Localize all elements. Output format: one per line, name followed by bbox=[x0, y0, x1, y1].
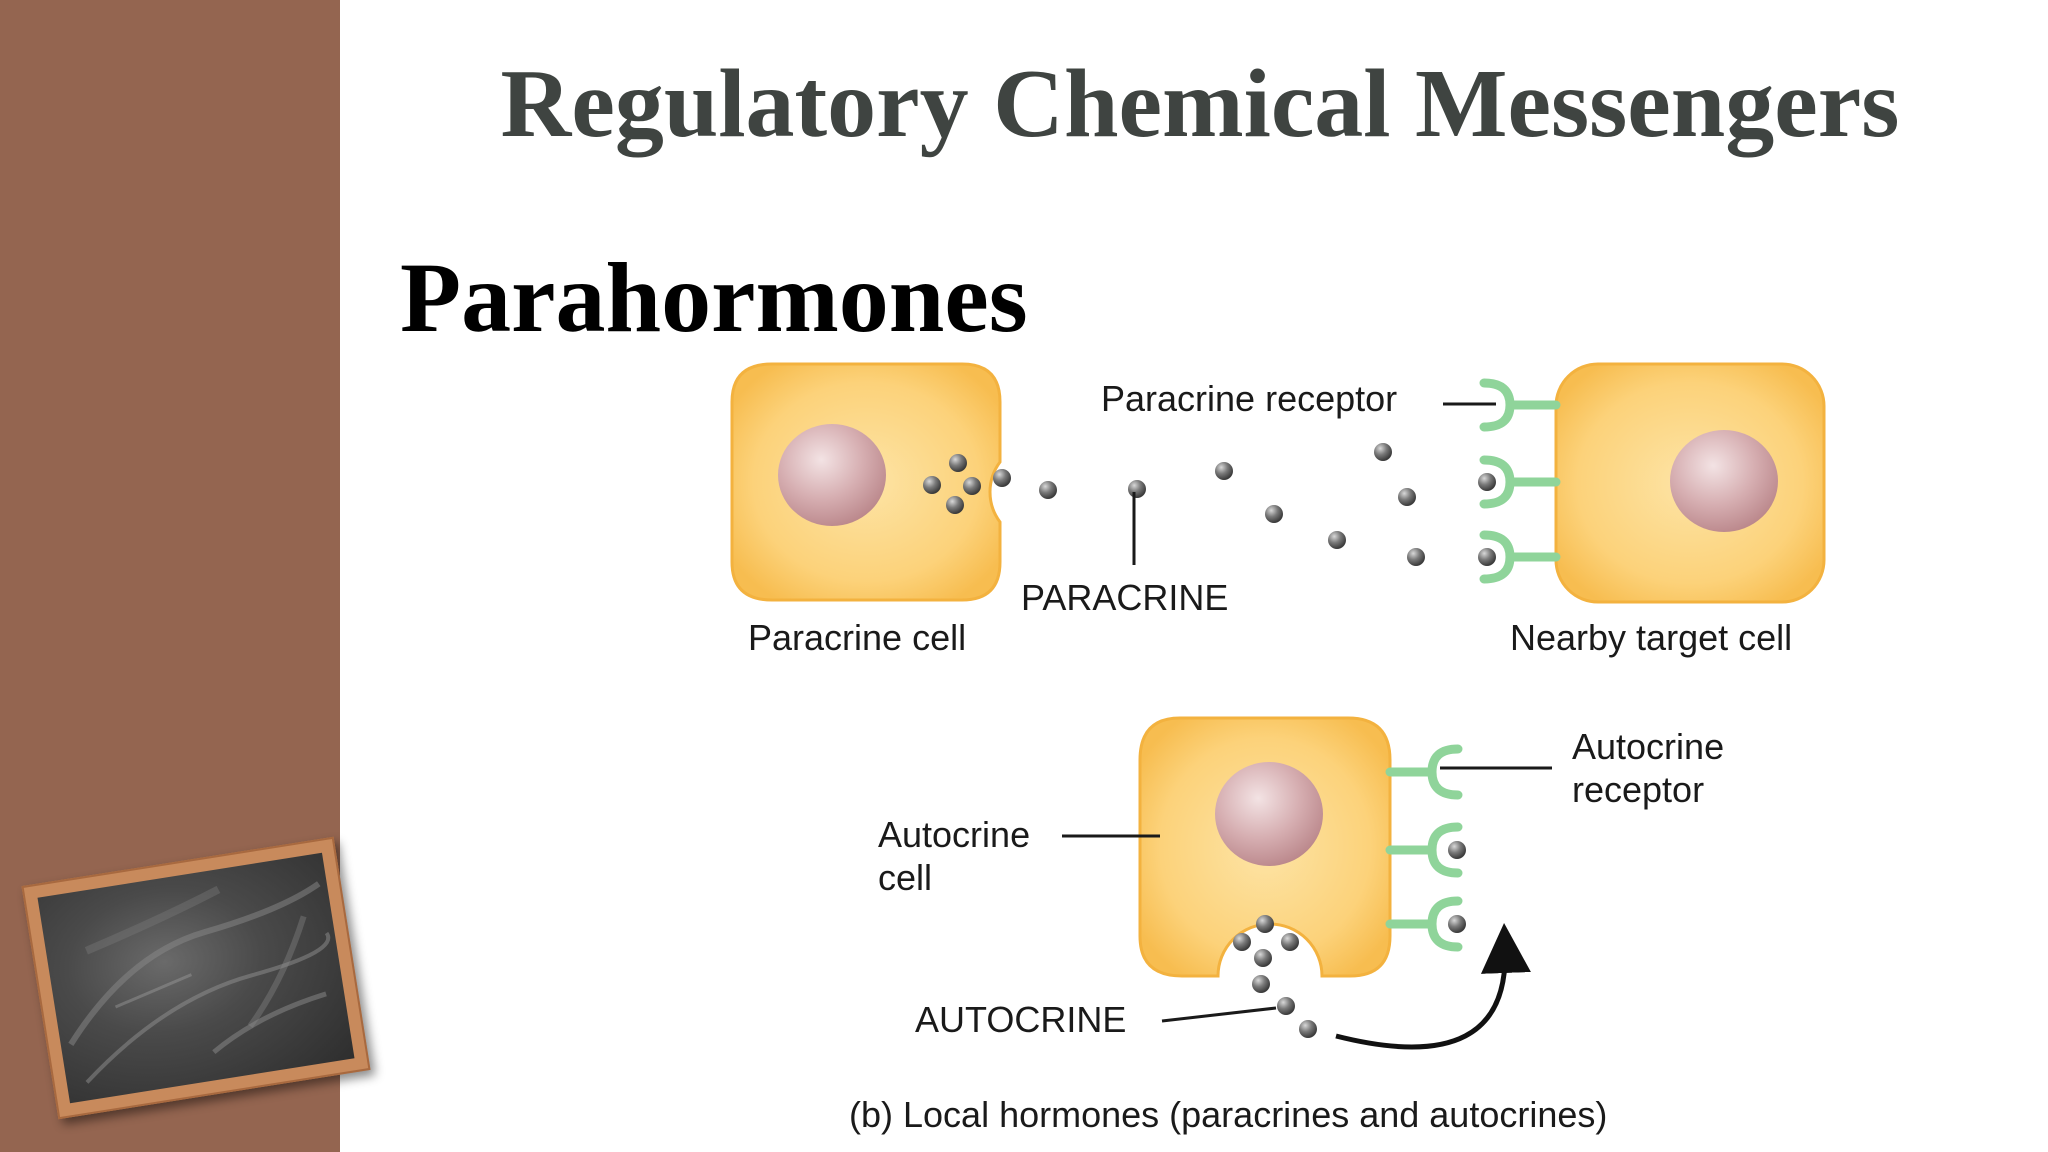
autocrine-cell bbox=[1138, 716, 1392, 978]
molecule bbox=[1233, 933, 1251, 951]
molecule bbox=[1254, 949, 1272, 967]
molecule bbox=[1374, 443, 1392, 461]
autocrine-arrow bbox=[1335, 923, 1531, 1050]
molecule bbox=[949, 454, 967, 472]
molecule bbox=[1128, 480, 1146, 498]
molecule bbox=[1265, 505, 1283, 523]
molecule bbox=[1039, 481, 1057, 499]
autocrine-molecules bbox=[1233, 915, 1317, 1038]
molecule bbox=[1281, 933, 1299, 951]
molecule bbox=[1256, 915, 1274, 933]
label-nearby-target-cell: Nearby target cell bbox=[1510, 617, 1792, 658]
molecule bbox=[1215, 462, 1233, 480]
chalk-smudges bbox=[68, 881, 331, 1084]
molecule bbox=[1328, 531, 1346, 549]
bound-molecule bbox=[1448, 841, 1466, 859]
target-cell bbox=[1554, 362, 1826, 604]
label-autocrine-receptor-line2: receptor bbox=[1572, 769, 1704, 810]
diagram-caption: (b) Local hormones (paracrines and autoc… bbox=[849, 1094, 1607, 1135]
molecule bbox=[1299, 1020, 1317, 1038]
label-autocrine: AUTOCRINE bbox=[915, 999, 1126, 1040]
molecule bbox=[993, 469, 1011, 487]
label-autocrine-receptor-line1: Autocrine bbox=[1572, 726, 1724, 767]
autocrine-receptors bbox=[1385, 744, 1463, 952]
chalkboard-surface bbox=[37, 852, 355, 1104]
molecule bbox=[1252, 975, 1270, 993]
label-paracrine-receptor: Paracrine receptor bbox=[1101, 378, 1397, 419]
molecule bbox=[946, 496, 964, 514]
label-paracrine: PARACRINE bbox=[1021, 577, 1228, 618]
molecule bbox=[1407, 548, 1425, 566]
paracrine-cell-nucleus bbox=[778, 424, 886, 526]
molecule bbox=[963, 477, 981, 495]
bound-molecule bbox=[1448, 915, 1466, 933]
slide-title: Regulatory Chemical Messengers bbox=[500, 50, 1900, 158]
autocrine-pointer bbox=[1161, 1006, 1277, 1023]
bound-molecule bbox=[1478, 548, 1496, 566]
bound-molecule bbox=[1478, 473, 1496, 491]
slide-subtitle: Parahormones bbox=[400, 242, 1028, 353]
label-autocrine-cell-line2: cell bbox=[878, 857, 932, 898]
autocrine-cell-nucleus bbox=[1215, 762, 1323, 866]
label-paracrine-cell: Paracrine cell bbox=[748, 617, 966, 658]
label-autocrine-cell-line1: Autocrine bbox=[878, 814, 1030, 855]
target-cell-nucleus bbox=[1670, 430, 1778, 532]
paracrine-receptors bbox=[1479, 378, 1561, 584]
molecule bbox=[1398, 488, 1416, 506]
molecule bbox=[1277, 997, 1295, 1015]
chalkboard-icon bbox=[21, 836, 371, 1120]
paracrine-cell bbox=[730, 362, 1002, 602]
molecule bbox=[923, 476, 941, 494]
